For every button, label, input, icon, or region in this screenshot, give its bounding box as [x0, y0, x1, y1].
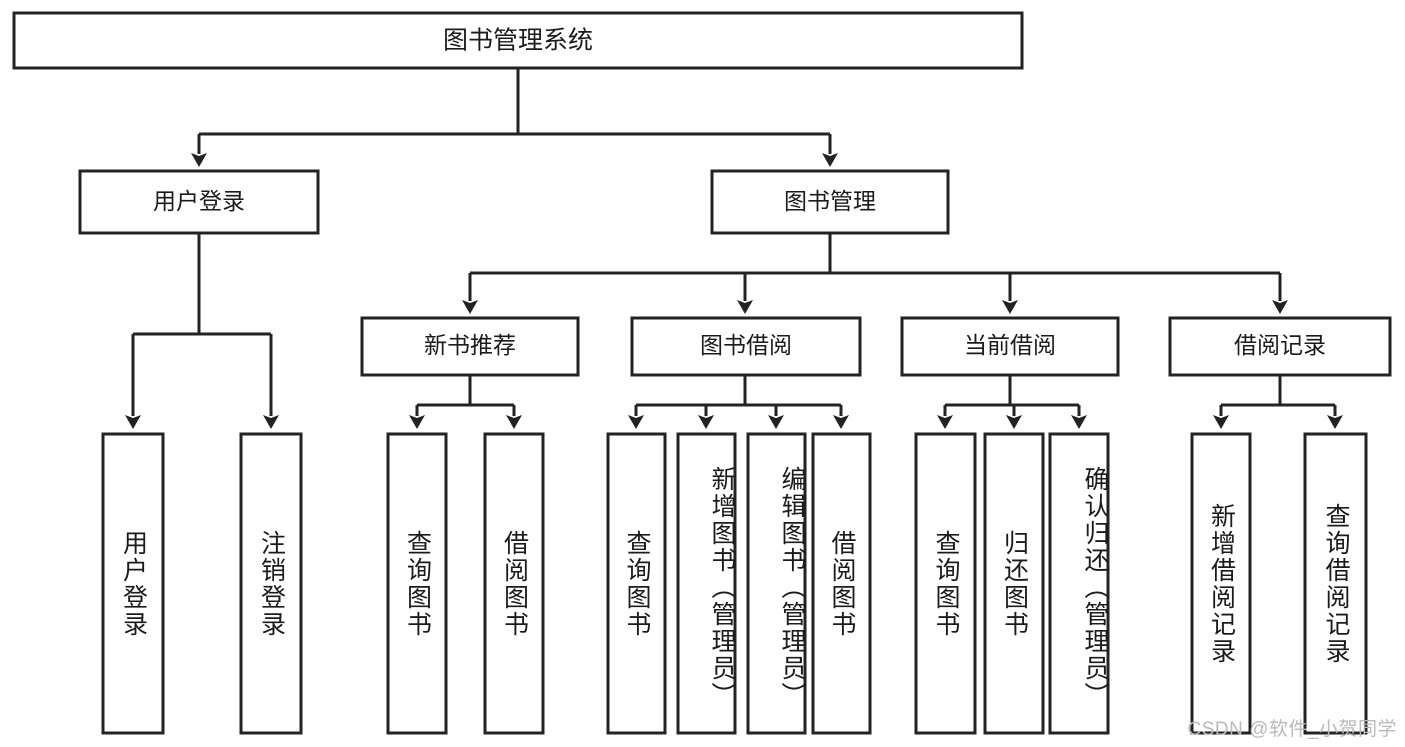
node-current-borrow-box[interactable] — [900, 316, 1120, 377]
leaf-box-query-book-borrow[interactable] — [606, 432, 667, 735]
node-borrow-record-label: 借阅记录 — [1234, 332, 1326, 358]
node-book-manage-box[interactable] — [710, 169, 950, 235]
leaf-box-borrow-book[interactable] — [811, 432, 872, 735]
leaf-box-query-book-rec[interactable] — [386, 432, 448, 735]
node-borrow-record[interactable]: 借阅记录 — [1168, 316, 1392, 377]
node-user-login-box[interactable] — [78, 169, 320, 235]
leaf-box-confirm-return-admin[interactable] — [1048, 432, 1110, 735]
node-new-book-recommend-box[interactable] — [360, 316, 580, 377]
node-book-borrow[interactable]: 图书借阅 — [630, 316, 862, 377]
leaf-box-logout-login[interactable] — [239, 432, 303, 735]
node-book-manage-label: 图书管理 — [784, 188, 876, 214]
leaf-box-edit-book-admin[interactable] — [746, 432, 807, 735]
node-current-borrow[interactable]: 当前借阅 — [900, 316, 1120, 377]
node-root-label: 图书管理系统 — [443, 27, 593, 55]
leaf-box-query-book-current[interactable] — [914, 432, 977, 735]
node-borrow-record-box[interactable] — [1168, 316, 1392, 377]
leaf-box-user-login[interactable] — [101, 432, 165, 735]
edge-group — [125, 68, 1343, 429]
leaf-box-add-book-admin[interactable] — [676, 432, 737, 735]
node-root-box[interactable] — [12, 11, 1024, 70]
leaf-box-return-book[interactable] — [983, 432, 1045, 735]
node-current-borrow-label: 当前借阅 — [964, 332, 1056, 358]
leaf-node-group — [101, 432, 1368, 735]
node-user-login[interactable]: 用户登录 — [78, 169, 320, 235]
node-book-borrow-label: 图书借阅 — [700, 332, 792, 358]
node-user-login-label: 用户登录 — [153, 188, 245, 214]
leaf-box-add-borrow-record[interactable] — [1190, 432, 1252, 735]
node-root[interactable]: 图书管理系统 — [12, 11, 1024, 70]
node-new-book-recommend[interactable]: 新书推荐 — [360, 316, 580, 377]
node-new-book-recommend-label: 新书推荐 — [424, 332, 516, 358]
csdn-watermark: CSDN @软件_小贺同学 — [1187, 719, 1397, 740]
leaf-box-query-borrow-record[interactable] — [1303, 432, 1368, 735]
node-book-manage[interactable]: 图书管理 — [710, 169, 950, 235]
leaf-box-borrow-book-rec[interactable] — [483, 432, 545, 735]
node-book-borrow-box[interactable] — [630, 316, 862, 377]
